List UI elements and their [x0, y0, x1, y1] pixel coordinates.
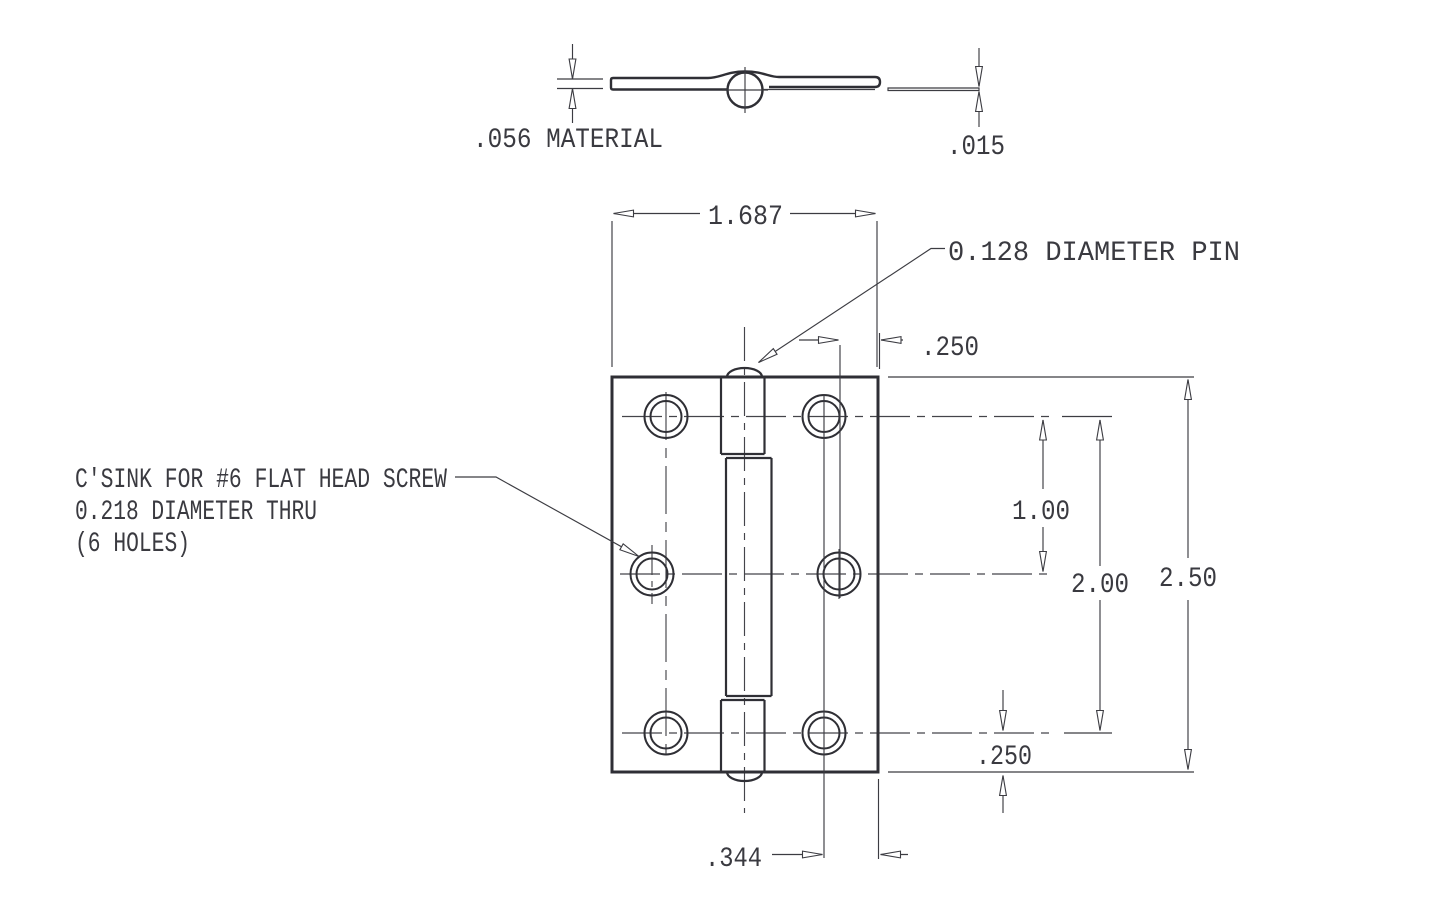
- side-view-right-leaf: [769, 75, 882, 89]
- pin-callout-label: 0.128 DIAMETER PIN: [948, 238, 1240, 269]
- pin-barrel: [719, 366, 773, 783]
- countersink-circle: [643, 710, 689, 756]
- callout-pin-diameter: 0.128 DIAMETER PIN: [758, 238, 1240, 364]
- countersink-circle: [816, 551, 862, 597]
- pin-dome-top: [725, 366, 764, 378]
- dimension-corner-hole-inset: .344: [705, 394, 908, 875]
- thru-hole-circle: [635, 557, 669, 591]
- countersink-note-line2: 0.218 DIAMETER THRU: [75, 497, 317, 528]
- hole-edge-offset-bottom-label: .250: [976, 742, 1032, 773]
- hinge-leaf-outline: [610, 375, 880, 774]
- centerlines: [620, 327, 1050, 813]
- countersink-note-line1: C'SINK FOR #6 FLAT HEAD SCREW: [75, 465, 447, 496]
- countersink-circle: [629, 551, 675, 597]
- callout-countersink-note: C'SINK FOR #6 FLAT HEAD SCREW 0.218 DIAM…: [75, 465, 640, 560]
- countersink-note-line3: (6 HOLES): [75, 529, 190, 560]
- dimension-material-thickness: .056 MATERIAL: [473, 44, 663, 156]
- front-view: 1.687 0.128 DIAMETER PIN .250 C'SINK FOR…: [75, 202, 1240, 875]
- screw-hole-middle-left: [629, 551, 675, 597]
- hole-pitch-label: 1.00: [1012, 497, 1070, 528]
- dimension-hole-pitch: 1.00: [1012, 419, 1070, 572]
- corner-hole-inset-label: .344: [705, 844, 762, 875]
- material-thickness-label: .056 MATERIAL: [473, 125, 663, 156]
- side-view: .056 MATERIAL .015: [473, 44, 1005, 163]
- thru-hole-circle: [649, 716, 683, 750]
- dimension-hole-edge-offset-bottom: .250: [976, 690, 1032, 813]
- dimension-hole-edge-offset-top: .250: [799, 333, 979, 598]
- dimension-leaf-offset: .015: [947, 48, 1005, 163]
- leaf-width-label: 1.687: [708, 202, 783, 233]
- countersink-circle: [643, 394, 689, 439]
- dimension-leaf-width: 1.687: [611, 202, 878, 367]
- leader-line: [455, 476, 640, 558]
- pin-dome-bottom: [725, 771, 764, 783]
- leaf-offset-label: .015: [947, 132, 1005, 163]
- hole-span-label: 2.00: [1071, 570, 1129, 601]
- screw-hole-bottom-left: [643, 710, 689, 756]
- dimension-hinge-height: 2.50: [888, 376, 1217, 773]
- dimension-hole-span: 2.00: [1062, 415, 1129, 734]
- leader-line: [758, 247, 945, 364]
- side-view-thin-strip: [887, 87, 980, 92]
- thru-hole-circle: [649, 400, 683, 433]
- screw-hole-top-left: [643, 394, 689, 439]
- hinge-height-label: 2.50: [1159, 564, 1217, 595]
- hole-edge-offset-top-label: .250: [921, 333, 979, 364]
